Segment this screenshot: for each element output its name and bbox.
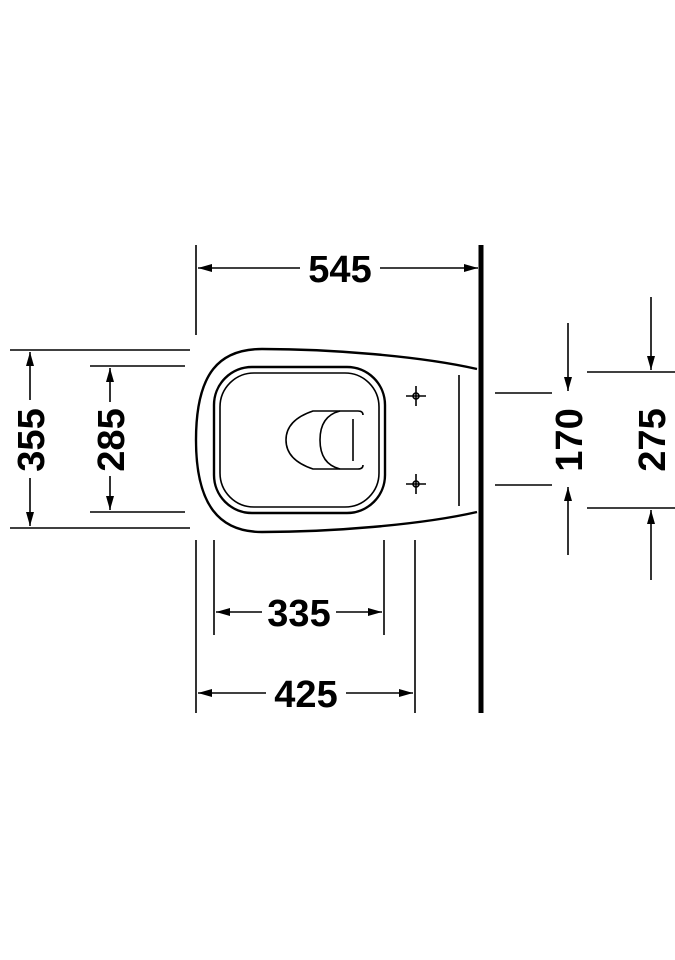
svg-text:170: 170 — [549, 408, 591, 471]
dimension-275: 275 — [587, 297, 675, 580]
toilet-outline — [194, 347, 478, 534]
dimension-425: 425 — [195, 540, 416, 716]
fixing-hole-bottom — [406, 474, 426, 494]
svg-text:545: 545 — [308, 249, 371, 291]
fixing-hole-top — [406, 386, 426, 406]
svg-text:285: 285 — [91, 408, 133, 471]
dimension-285: 285 — [90, 365, 185, 513]
svg-text:275: 275 — [632, 408, 674, 471]
svg-text:335: 335 — [267, 593, 330, 635]
dimension-355: 355 — [10, 349, 190, 529]
dimension-335: 335 — [213, 540, 385, 635]
svg-text:355: 355 — [11, 408, 53, 471]
svg-text:425: 425 — [274, 674, 337, 716]
dimension-170: 170 — [495, 323, 591, 555]
dimension-545: 545 — [195, 245, 478, 335]
